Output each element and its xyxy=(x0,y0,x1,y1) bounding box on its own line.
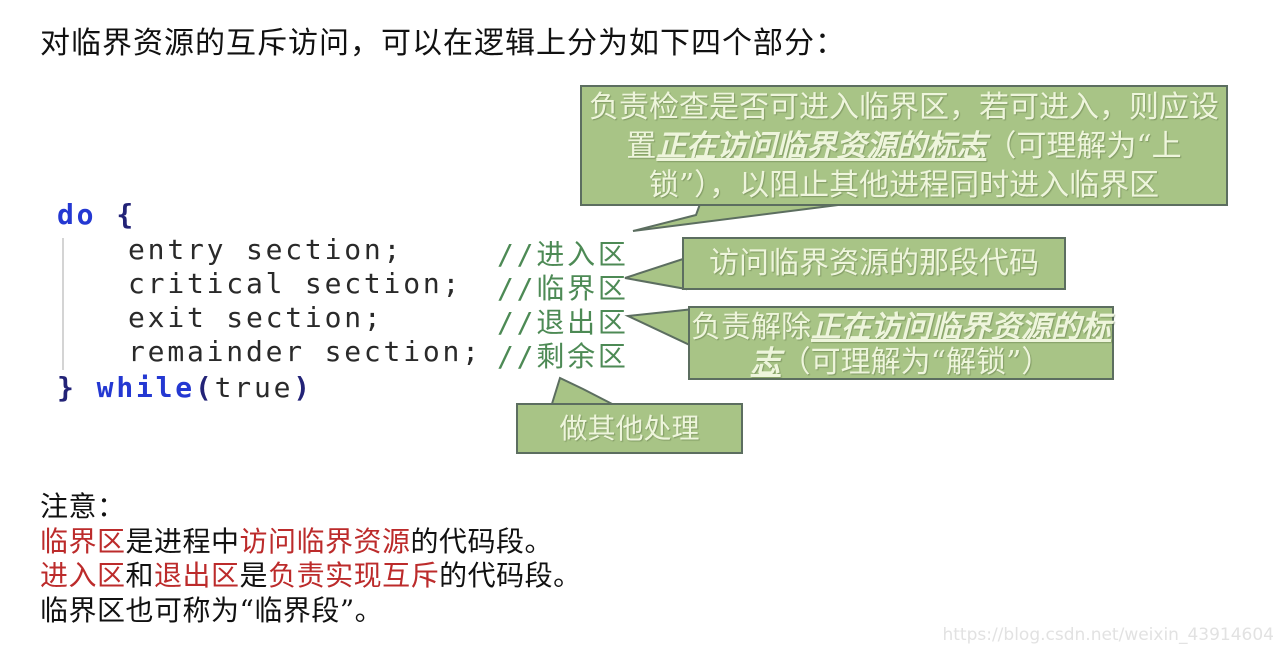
notes: 注意： 临界区是进程中访问临界资源的代码段。 进入区和退出区是负责实现互斥的代码… xyxy=(40,490,582,628)
callout-critical-text: 访问临界资源的那段代码 xyxy=(709,246,1039,281)
code-comment: //进入区 xyxy=(497,238,629,271)
code-comment: //临界区 xyxy=(497,272,629,305)
note-text: 是进程中 xyxy=(125,524,240,558)
code-keyword-do: do xyxy=(57,198,97,231)
callout-entry-text-pre: 负责检查是否可进入临界区，若可进入，则应设置 xyxy=(589,90,1219,164)
note-term: 进入区 xyxy=(40,559,126,592)
code-statement: entry section; xyxy=(128,233,404,266)
note-term: 访问临界资源 xyxy=(239,524,411,558)
note-term: 负责实现互斥 xyxy=(268,559,440,592)
code-open-brace: { xyxy=(116,198,136,231)
note-term: 退出区 xyxy=(154,559,240,592)
note-text: 和 xyxy=(125,559,155,592)
note-line-critical: 临界区是进程中访问临界资源的代码段。 xyxy=(40,525,582,560)
callout-remainder-text: 做其他处理 xyxy=(559,412,700,445)
note-line-entry-exit: 进入区和退出区是负责实现互斥的代码段。 xyxy=(40,559,582,594)
code-keyword-while: while xyxy=(96,371,195,404)
watermark: https://blog.csdn.net/weixin_43914604 xyxy=(942,625,1274,645)
callout-entry-text-post: （可理解为“上锁”），以阻止其他进程同时进入临界区 xyxy=(648,129,1182,203)
callout-exit-section: 负责解除正在访问临界资源的标志（可理解为“解锁”） xyxy=(688,306,1114,380)
callout-entry-section: 负责检查是否可进入临界区，若可进入，则应设置正在访问临界资源的标志（可理解为“上… xyxy=(580,85,1228,206)
callout-entry-text-emphasis: 正在访问临界资源的标志 xyxy=(656,129,987,164)
code-line-while: } while(true) xyxy=(57,371,313,405)
callout-exit-text-post: （可理解为“解锁”） xyxy=(780,345,1052,380)
indent-guide xyxy=(62,238,64,370)
note-text: 的代码段。 xyxy=(439,559,582,592)
code-open-paren: ( xyxy=(194,371,215,404)
code-statement: critical section; xyxy=(128,267,463,300)
note-line-alias: 临界区也可称为“临界段”。 xyxy=(40,593,384,627)
callout-exit-text-pre: 负责解除 xyxy=(691,310,811,345)
note-text: 的代码段。 xyxy=(410,524,554,558)
callout-critical-section: 访问临界资源的那段代码 xyxy=(682,237,1066,290)
note-text: 是 xyxy=(239,559,269,592)
code-comment: //剩余区 xyxy=(497,340,629,373)
code-comment: //退出区 xyxy=(497,306,629,339)
code-while-arg: true xyxy=(214,371,294,404)
callout-remainder-section: 做其他处理 xyxy=(516,403,743,454)
code-close-brace: } xyxy=(57,371,77,404)
callout-exit-text-emphasis: 正在访问临界资源的标志 xyxy=(750,310,1111,380)
code-close-paren: ) xyxy=(293,371,313,404)
code-line-do: do { xyxy=(57,198,136,232)
note-term: 临界区 xyxy=(40,524,126,558)
note-heading: 注意： xyxy=(40,490,126,523)
code-statement: remainder section; xyxy=(128,335,482,368)
page-title: 对临界资源的互斥访问，可以在逻辑上分为如下四个部分： xyxy=(40,26,846,61)
code-statement: exit section; xyxy=(128,301,384,334)
